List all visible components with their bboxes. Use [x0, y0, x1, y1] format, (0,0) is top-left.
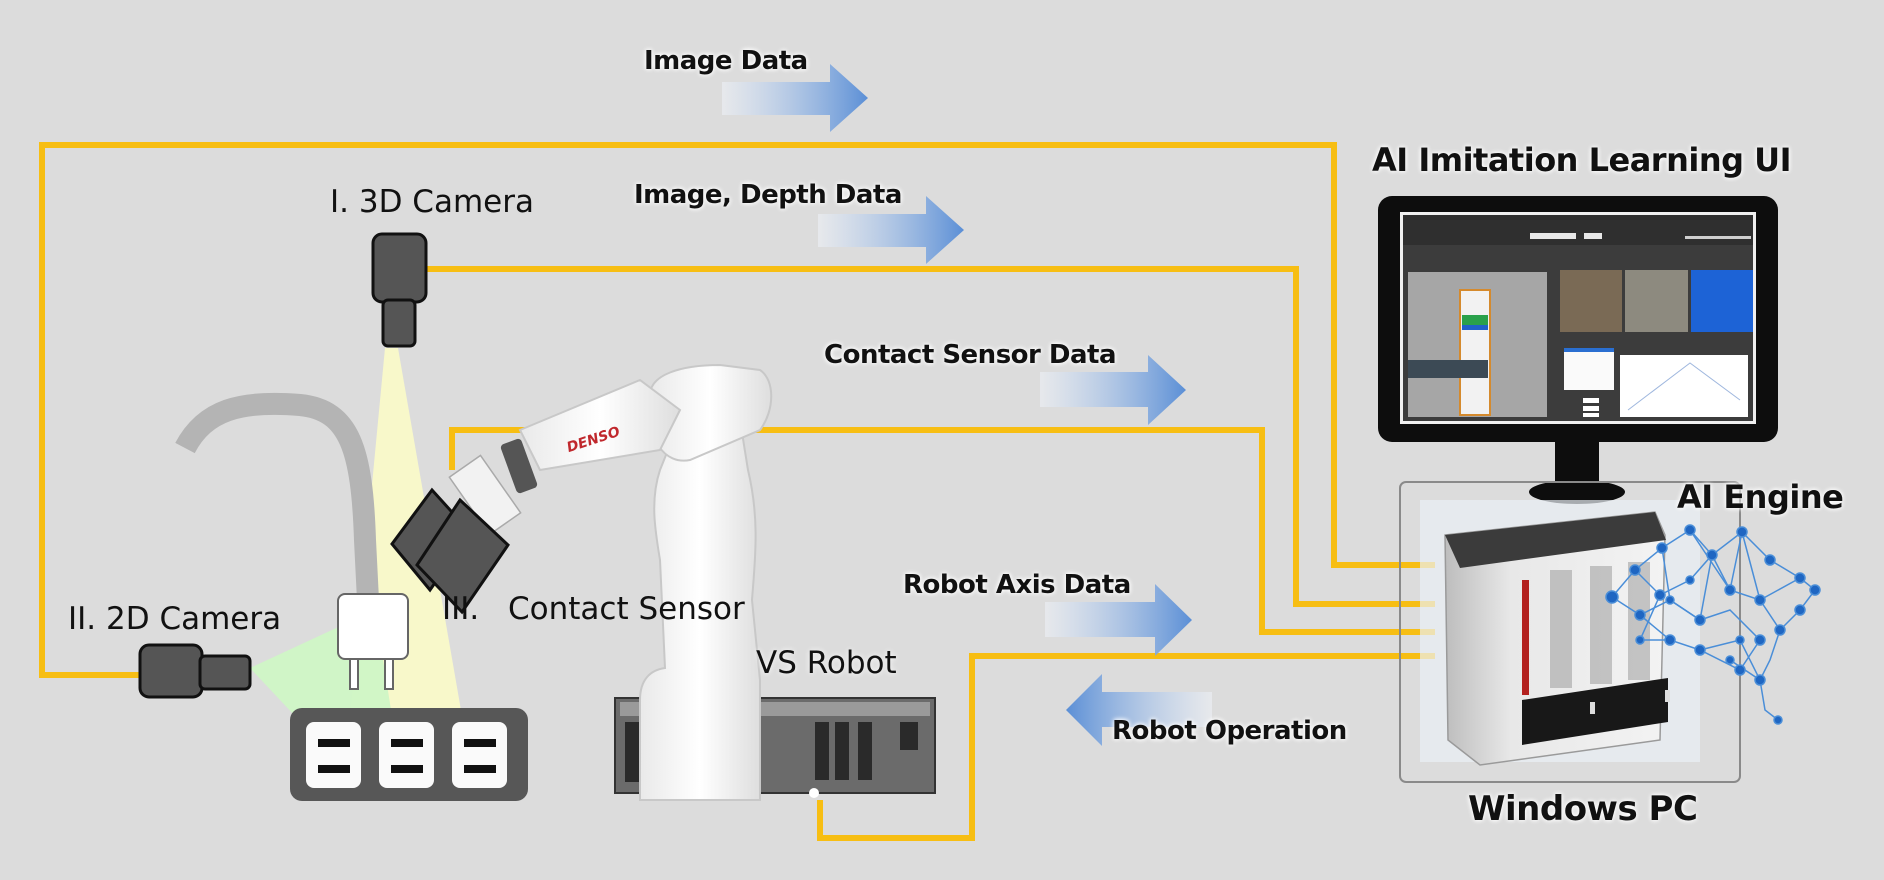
label-ai-imitation-learning-ui: AI Imitation Learning UI — [1372, 141, 1792, 179]
plug-icon — [337, 593, 409, 690]
flow-label-robot-operation: Robot Operation — [1112, 716, 1347, 746]
label-vs-robot: VS Robot — [756, 645, 897, 681]
arrow-image-data — [722, 64, 868, 132]
robot-arm-icon — [518, 363, 773, 801]
flow-label-contact-sensor-data: Contact Sensor Data — [824, 340, 1117, 370]
wire-contact-sensor — [449, 427, 1435, 635]
label-3d-camera: I. 3D Camera — [330, 184, 534, 220]
flow-label-robot-axis-data: Robot Axis Data — [903, 570, 1131, 600]
plug-cable — [175, 392, 379, 601]
wiring — [39, 142, 1435, 841]
arrow-image-depth-data — [818, 196, 964, 264]
label-2d-camera: II. 2D Camera — [68, 601, 282, 637]
arrow-robot-operation — [1066, 674, 1212, 746]
2d-camera-icon — [138, 643, 252, 699]
label-contact-sensor: Contact Sensor — [508, 591, 745, 627]
industrial-pc-icon — [1444, 511, 1670, 766]
arrow-robot-axis-data — [1045, 584, 1192, 656]
label-contact-sensor-numeral: III. — [442, 591, 480, 627]
monitor-icon — [1378, 196, 1778, 504]
ai-network-icon — [1605, 524, 1821, 725]
label-windows-pc: Windows PC — [1468, 789, 1698, 829]
windows-pc-frame — [1399, 481, 1741, 783]
wire-2d-camera — [39, 142, 1435, 678]
wire-robot-controller — [817, 653, 1435, 841]
robot-wrist-icon — [448, 438, 538, 536]
label-ai-engine: AI Engine — [1677, 478, 1844, 516]
arrow-contact-sensor-data — [1040, 355, 1186, 425]
wire-3d-camera — [427, 266, 1435, 607]
power-outlet-strip-icon — [290, 708, 528, 801]
flow-label-image-depth-data: Image, Depth Data — [634, 180, 902, 210]
flow-label-image-data: Image Data — [644, 46, 808, 76]
3d-camera-icon — [371, 232, 428, 348]
contact-sensor-icon — [390, 487, 510, 615]
